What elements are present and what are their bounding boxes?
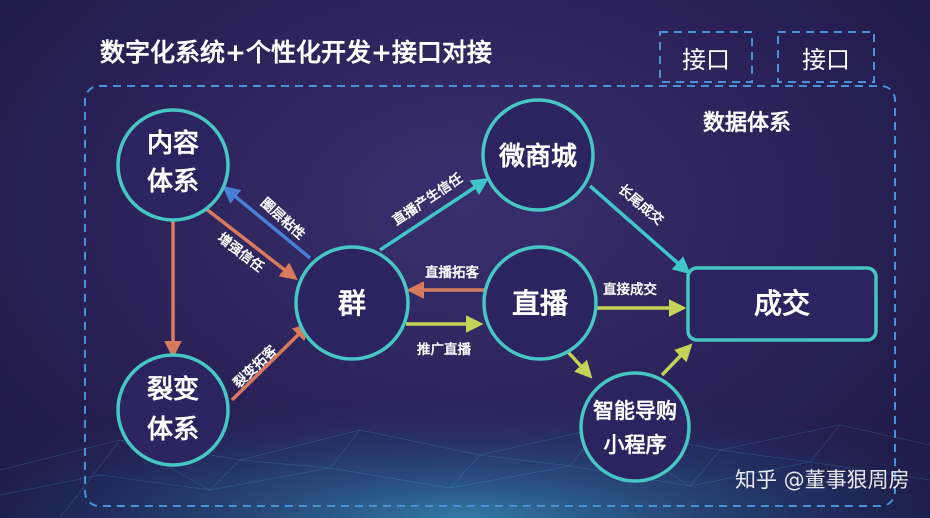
watermark: 知乎 @董事狠周房 xyxy=(735,468,910,492)
node-content-line2: 体系 xyxy=(147,167,199,197)
edge-label-live-acquire: 直播拓客 xyxy=(425,264,479,281)
arrow-mini-to-deal xyxy=(660,343,693,377)
title: 数字化系统+个性化开发+接口对接 xyxy=(100,38,492,67)
interface-box-2 xyxy=(777,31,875,83)
interface-box-1 xyxy=(659,31,753,83)
node-deal-label: 成交 xyxy=(754,287,810,320)
node-content-line1: 内容 xyxy=(147,128,199,159)
edge-label-promote-live: 推广直播 xyxy=(417,341,471,358)
arrow-content-to-group xyxy=(203,206,298,281)
node-group-label: 群 xyxy=(338,287,366,320)
node-mini-program: 智能导购 小程序 xyxy=(579,371,691,483)
node-mini-line1: 智能导购 xyxy=(593,399,677,423)
node-content-system: 内容 体系 xyxy=(116,108,230,222)
interface-label-1: 接口 xyxy=(682,46,730,74)
node-group: 群 xyxy=(294,245,410,361)
system-frame xyxy=(84,85,896,507)
data-system-label: 数据体系 xyxy=(703,110,791,136)
node-deal: 成交 xyxy=(686,266,878,342)
arrow-fission-to-group xyxy=(230,322,311,402)
arrow-mall-to-deal xyxy=(588,184,691,275)
node-mall: 微商城 xyxy=(481,98,595,212)
node-mini-line2: 小程序 xyxy=(604,433,667,457)
interface-label-2: 接口 xyxy=(802,46,850,74)
node-fission-system: 裂变 体系 xyxy=(116,353,230,467)
edge-label-long-tail: 长尾成交 xyxy=(615,181,668,229)
arrows xyxy=(164,178,693,402)
arrow-live-to-mini xyxy=(566,350,593,379)
node-live: 直播 xyxy=(482,245,598,361)
node-mall-label: 微商城 xyxy=(498,141,577,172)
node-fission-line2: 体系 xyxy=(147,415,199,445)
node-live-label: 直播 xyxy=(512,287,569,320)
node-fission-line1: 裂变 xyxy=(147,374,199,405)
arrow-group-to-mall xyxy=(379,178,489,252)
arrow-group-to-content xyxy=(222,185,312,260)
edge-label-direct-deal: 直接成交 xyxy=(603,281,657,298)
